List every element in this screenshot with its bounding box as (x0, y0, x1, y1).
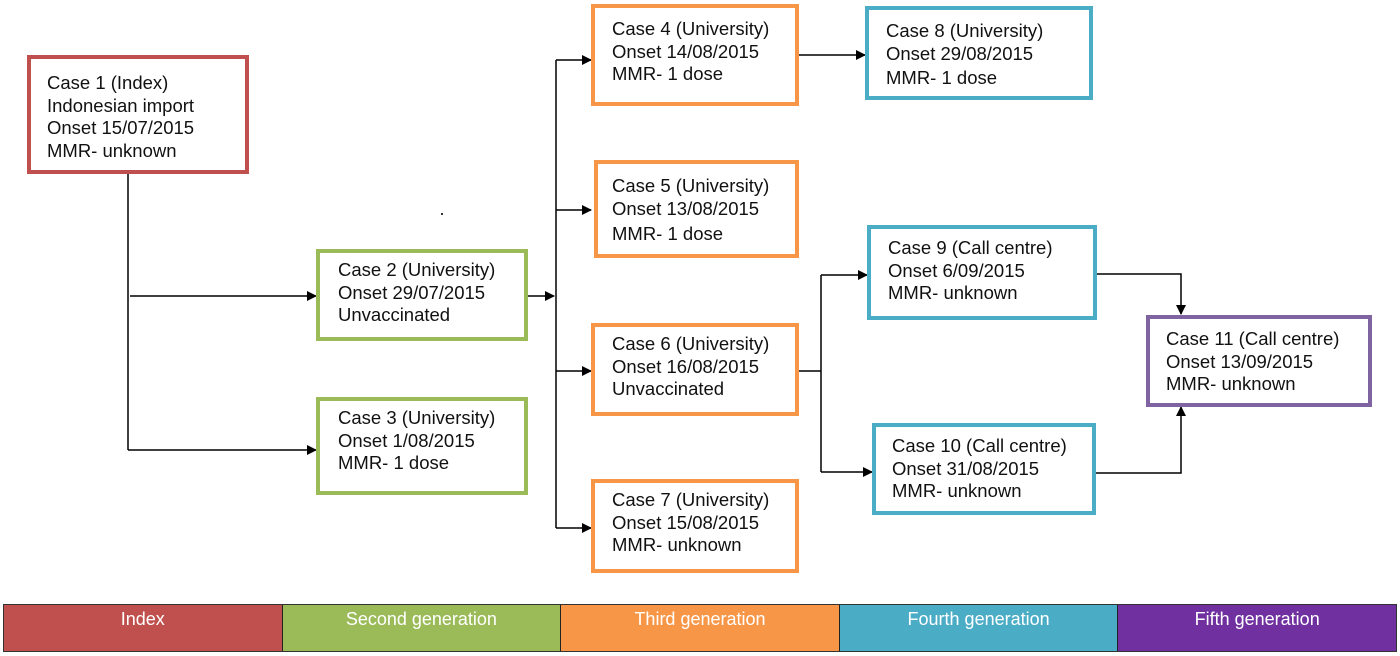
case-4-onset: Onset 14/08/2015 (612, 40, 760, 62)
case-7-mmr: MMR- unknown (612, 534, 742, 555)
case-7-box: Case 7 (University) Onset 15/08/2015 MMR… (591, 479, 799, 573)
case-8-onset: Onset 29/08/2015 (886, 42, 1034, 64)
legend-fourth-generation: Fourth generation (839, 605, 1119, 651)
case-8-box: Case 8 (University) Onset 29/08/2015 MMR… (865, 6, 1093, 100)
case-2-title: Case 2 (University) (338, 259, 496, 280)
case-5-box: Case 5 (University) Onset 13/08/2015 MMR… (594, 160, 799, 258)
legend-second-label: Second generation (345, 609, 497, 629)
case-6-mmr: Unvaccinated (612, 378, 725, 399)
case-1-origin: Indonesian import (47, 94, 195, 116)
case-9-box: Case 9 (Call centre) Onset 6/09/2015 MMR… (867, 225, 1097, 320)
case-4-title: Case 4 (University) (612, 18, 770, 39)
case-11-title: Case 11 (Call centre) (1166, 328, 1340, 349)
case-5-onset: Onset 13/08/2015 (612, 197, 760, 219)
legend-third-label: Third generation (634, 609, 766, 629)
legend-second-generation: Second generation (282, 605, 562, 651)
case-10-onset: Onset 31/08/2015 (892, 457, 1040, 479)
case-10-box: Case 10 (Call centre) Onset 31/08/2015 M… (872, 423, 1096, 515)
link-case10-case11 (1096, 406, 1186, 474)
case-9-title: Case 9 (Call centre) (888, 237, 1053, 258)
case-6-box: Case 6 (University) Onset 16/08/2015 Unv… (591, 323, 799, 416)
transmission-links (127, 50, 1186, 533)
case-1-onset: Onset 15/07/2015 (47, 117, 195, 138)
case-10-title: Case 10 (Call centre) (892, 435, 1067, 456)
case-7-title: Case 7 (University) (612, 489, 770, 510)
case-11-box: Case 11 (Call centre) Onset 13/09/2015 M… (1146, 315, 1372, 407)
legend-fifth-label: Fifth generation (1194, 609, 1320, 629)
case-5-title: Case 5 (University) (612, 175, 770, 196)
legend-fifth-generation: Fifth generation (1118, 605, 1396, 651)
case-11-onset: Onset 13/09/2015 (1166, 350, 1314, 372)
legend-index: Index (4, 605, 283, 651)
case-11-mmr: MMR- unknown (1166, 373, 1296, 394)
case-3-box: Case 3 (University) Onset 1/08/2015 MMR-… (316, 397, 528, 495)
case-6-onset: Onset 16/08/2015 (612, 355, 760, 377)
case-9-mmr: MMR- unknown (888, 282, 1018, 303)
legend-third-generation: Third generation (561, 605, 840, 651)
case-4-box: Case 4 (University) Onset 14/08/2015 MMR… (591, 4, 799, 106)
case-4-mmr: MMR- 1 dose (612, 63, 724, 84)
link-case9-case11 (1096, 273, 1186, 315)
case-3-title: Case 3 (University) (338, 407, 496, 428)
case-6-title: Case 6 (University) (612, 333, 770, 354)
case-3-mmr: MMR- 1 dose (338, 452, 450, 473)
legend-fourth-label: Fourth generation (907, 609, 1050, 629)
case-1-mmr: MMR- unknown (47, 139, 177, 161)
generation-legend: Index Second generation Third generation… (3, 604, 1397, 652)
case-9-onset: Onset 6/09/2015 (888, 259, 1025, 281)
case-1-box: Case 1 (Index) Indonesian import Onset 1… (27, 55, 249, 174)
case-5-mmr: MMR- 1 dose (612, 223, 724, 244)
case-10-mmr: MMR- unknown (892, 480, 1022, 501)
case-8-mmr: MMR- 1 dose (886, 67, 998, 88)
legend-index-label: Index (120, 609, 165, 629)
case-1-title: Case 1 (Index) (47, 72, 169, 93)
case-7-onset: Onset 15/08/2015 (612, 511, 760, 533)
case-2-onset: Onset 29/07/2015 (338, 281, 486, 303)
case-8-title: Case 8 (University) (886, 20, 1044, 41)
case-2-mmr: Unvaccinated (338, 304, 451, 325)
case-3-onset: Onset 1/08/2015 (338, 429, 475, 451)
stray-dot (441, 213, 443, 215)
case-2-box: Case 2 (University) Onset 29/07/2015 Unv… (316, 249, 528, 341)
